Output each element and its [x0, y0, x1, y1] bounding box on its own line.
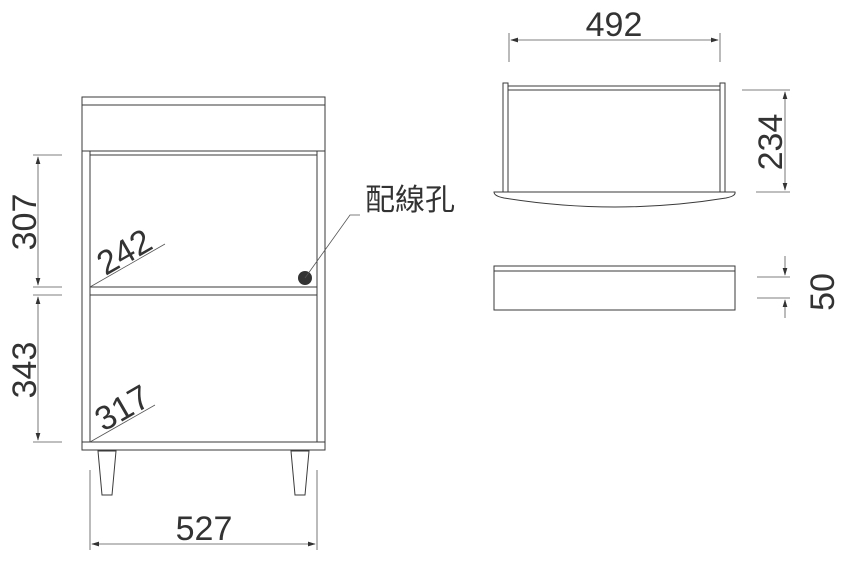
- lower-height-label: 343: [6, 342, 44, 399]
- wiring-hole-label: 配線孔: [365, 183, 455, 218]
- cabinet-width-label: 527: [176, 510, 233, 548]
- drawer-width-label: 492: [586, 6, 643, 44]
- drawer-top-view: 492 234: [493, 6, 790, 208]
- drawer-depth-label: 234: [752, 114, 790, 171]
- drawer-height-label: 50: [804, 273, 842, 311]
- drawer-front-curve: [493, 191, 736, 208]
- top-drawer-box: [81, 104, 326, 152]
- middle-shelf: [89, 286, 318, 296]
- depth-dimensions: 242 317: [88, 222, 166, 443]
- left-side-panel: [81, 150, 91, 444]
- cabinet-width-dimension: 527: [89, 470, 318, 550]
- vertical-dimensions: 307 343: [6, 154, 62, 443]
- drawer-front-view: 50: [493, 256, 842, 318]
- wiring-hole-leader: [304, 214, 360, 279]
- cabinet-front-view: [81, 96, 360, 496]
- lower-depth-label: 317: [88, 378, 156, 439]
- right-side-panel: [316, 150, 326, 444]
- upper-depth-label: 242: [90, 222, 158, 283]
- top-board: [81, 96, 326, 106]
- bottom-board: [81, 441, 326, 451]
- left-leg: [97, 450, 117, 496]
- upper-height-label: 307: [6, 194, 44, 251]
- right-leg: [290, 450, 310, 496]
